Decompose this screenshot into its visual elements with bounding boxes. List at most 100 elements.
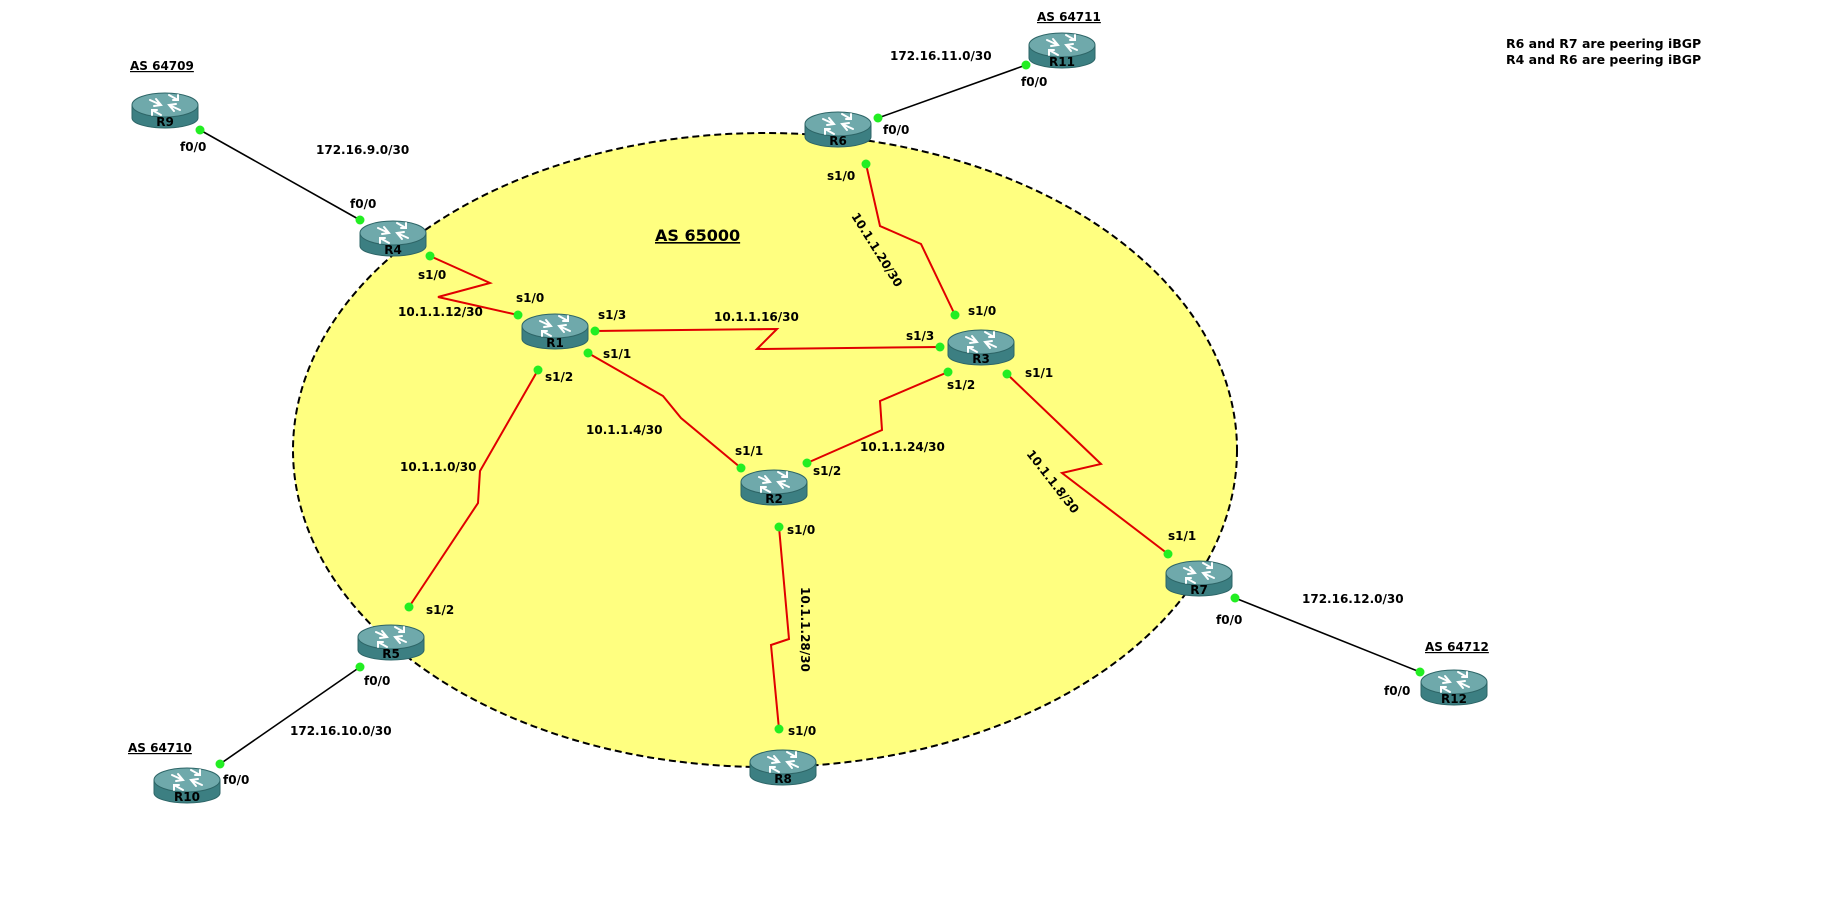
subnet-label: 10.1.1.24/30 xyxy=(860,440,945,454)
router-r11[interactable]: R11 xyxy=(1028,32,1096,69)
router-icon xyxy=(171,769,203,791)
port-dot[interactable] xyxy=(215,759,225,769)
router-icon xyxy=(758,471,790,493)
router-icon xyxy=(1046,34,1078,56)
port-label: f0/0 xyxy=(223,773,249,787)
subnet-label: 172.16.9.0/30 xyxy=(316,143,409,157)
link-r3-r2[interactable] xyxy=(806,371,949,464)
subnet-label: 10.1.1.28/30 xyxy=(798,587,812,672)
port-dot[interactable] xyxy=(774,522,784,532)
router-r12[interactable]: R12 xyxy=(1420,669,1488,706)
router-r8[interactable]: R8 xyxy=(749,749,817,786)
router-r4[interactable]: R4 xyxy=(359,220,427,257)
subnet-label: 172.16.12.0/30 xyxy=(1302,592,1404,606)
router-icon xyxy=(149,94,181,116)
port-dot[interactable] xyxy=(861,159,871,169)
port-label: s1/1 xyxy=(1168,529,1196,543)
port-label: f0/0 xyxy=(350,197,376,211)
router-r1[interactable]: R1 xyxy=(521,313,589,350)
router-label: R11 xyxy=(1049,55,1075,69)
router-r9[interactable]: R9 xyxy=(131,92,199,129)
router-label: R1 xyxy=(546,336,564,350)
link-r7-r12[interactable] xyxy=(1234,597,1421,673)
as-label: AS 64712 xyxy=(1425,640,1489,654)
port-label: f0/0 xyxy=(364,674,390,688)
port-dot[interactable] xyxy=(1021,60,1031,70)
port-dot[interactable] xyxy=(950,310,960,320)
link-r3-r7[interactable] xyxy=(1006,373,1169,555)
port-dot[interactable] xyxy=(1415,667,1425,677)
port-label: s1/3 xyxy=(598,308,626,322)
port-label: s1/2 xyxy=(947,378,975,392)
link-r1-r3[interactable] xyxy=(594,327,941,351)
router-icon xyxy=(1438,671,1470,693)
port-label: f0/0 xyxy=(883,123,909,137)
as-label: AS 64710 xyxy=(128,741,192,755)
port-dot[interactable] xyxy=(195,125,205,135)
port-dot[interactable] xyxy=(802,458,812,468)
note-line: R6 and R7 are peering iBGP xyxy=(1506,36,1702,51)
router-label: R9 xyxy=(156,115,174,129)
port-dot[interactable] xyxy=(404,602,414,612)
port-dot[interactable] xyxy=(1230,593,1240,603)
link-r6-r3[interactable] xyxy=(865,163,956,316)
subnet-label: 10.1.1.16/30 xyxy=(714,310,799,324)
router-r6[interactable]: R6 xyxy=(804,111,872,148)
port-dot[interactable] xyxy=(425,251,435,261)
port-dot[interactable] xyxy=(583,348,593,358)
port-dot[interactable] xyxy=(943,367,953,377)
router-label: R6 xyxy=(829,134,847,148)
router-icon xyxy=(767,751,799,773)
as-65000-area xyxy=(292,132,1238,768)
peering-notes: R6 and R7 are peering iBGP R4 and R6 are… xyxy=(1506,36,1701,68)
subnet-label: 172.16.10.0/30 xyxy=(290,724,392,738)
link-r4-r1[interactable] xyxy=(429,255,519,316)
port-dot[interactable] xyxy=(355,662,365,672)
subnet-label: 172.16.11.0/30 xyxy=(890,49,992,63)
port-label: s1/1 xyxy=(735,444,763,458)
router-icon xyxy=(375,626,407,648)
link-r1-r5[interactable] xyxy=(408,369,539,608)
subnet-label: 10.1.1.12/30 xyxy=(398,305,483,319)
port-dot[interactable] xyxy=(355,215,365,225)
port-label: s1/1 xyxy=(1025,366,1053,380)
port-dot[interactable] xyxy=(1002,369,1012,379)
port-dot[interactable] xyxy=(873,113,883,123)
router-label: R12 xyxy=(1441,692,1467,706)
port-label: f0/0 xyxy=(1216,613,1242,627)
link-r9-r4[interactable] xyxy=(199,129,361,221)
port-label: s1/2 xyxy=(813,464,841,478)
link-r5-r10[interactable] xyxy=(219,666,361,765)
port-label: s1/2 xyxy=(426,603,454,617)
router-r7[interactable]: R7 xyxy=(1165,560,1233,597)
note-line: R4 and R6 are peering iBGP xyxy=(1506,52,1702,67)
link-r1-r2[interactable] xyxy=(587,352,742,469)
link-r2-r8[interactable] xyxy=(769,526,791,730)
router-r5[interactable]: R5 xyxy=(357,624,425,661)
router-icon xyxy=(539,315,571,337)
router-r2[interactable]: R2 xyxy=(740,469,808,506)
port-dot[interactable] xyxy=(774,724,784,734)
port-label: s1/0 xyxy=(516,291,544,305)
router-r3[interactable]: R3 xyxy=(947,329,1015,366)
router-r10[interactable]: R10 xyxy=(153,767,221,804)
port-dot[interactable] xyxy=(736,463,746,473)
router-label: R4 xyxy=(384,243,402,257)
port-dot[interactable] xyxy=(1163,549,1173,559)
router-icon xyxy=(377,222,409,244)
port-label: s1/0 xyxy=(968,304,996,318)
port-label: s1/0 xyxy=(827,169,855,183)
as-65000-label: AS 65000 xyxy=(655,226,740,245)
router-label: R7 xyxy=(1190,583,1208,597)
port-dot[interactable] xyxy=(590,326,600,336)
port-dot[interactable] xyxy=(935,342,945,352)
port-label: f0/0 xyxy=(180,140,206,154)
as-label: AS 64709 xyxy=(130,59,194,73)
port-dot[interactable] xyxy=(513,310,523,320)
router-label: R3 xyxy=(972,352,990,366)
subnet-label: 10.1.1.4/30 xyxy=(586,423,663,437)
router-label: R8 xyxy=(774,772,792,786)
port-dot[interactable] xyxy=(533,365,543,375)
port-label: f0/0 xyxy=(1021,75,1047,89)
link-r11-r6[interactable] xyxy=(877,64,1027,119)
